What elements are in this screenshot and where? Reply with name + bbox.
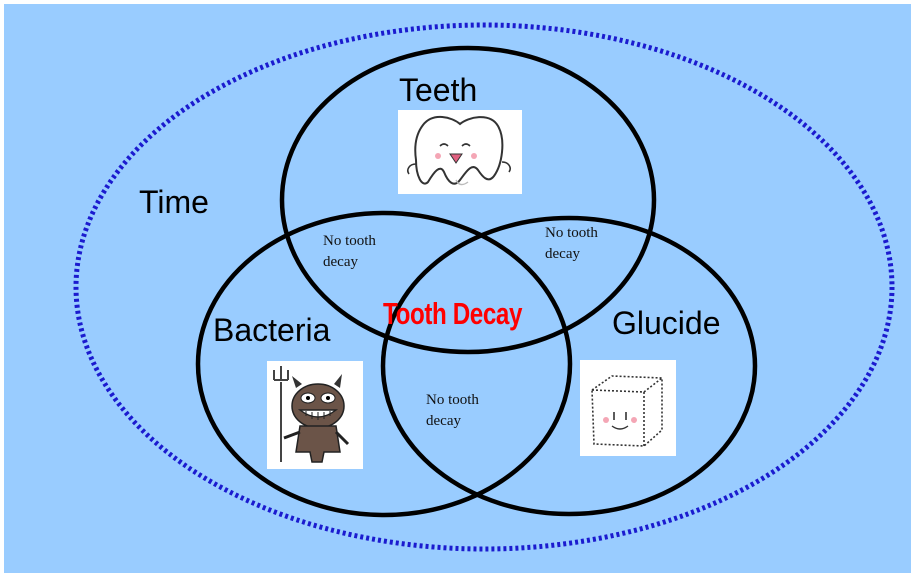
region-label-tooth-decay: Tooth Decay — [383, 296, 522, 332]
region-label-bacteria-glucide: No tooth decay — [426, 390, 510, 432]
smiling-tooth-icon — [398, 110, 522, 194]
set-label-time: Time — [139, 184, 209, 221]
set-label-bacteria: Bacteria — [213, 312, 330, 349]
sugar-cube-icon — [580, 360, 676, 456]
set-label-teeth: Teeth — [399, 72, 477, 109]
region-label-teeth-glucide: No tooth decay — [545, 223, 629, 265]
devil-germ-icon — [267, 361, 363, 469]
set-label-glucide: Glucide — [612, 305, 721, 342]
region-label-teeth-bacteria: No tooth decay — [323, 231, 407, 273]
